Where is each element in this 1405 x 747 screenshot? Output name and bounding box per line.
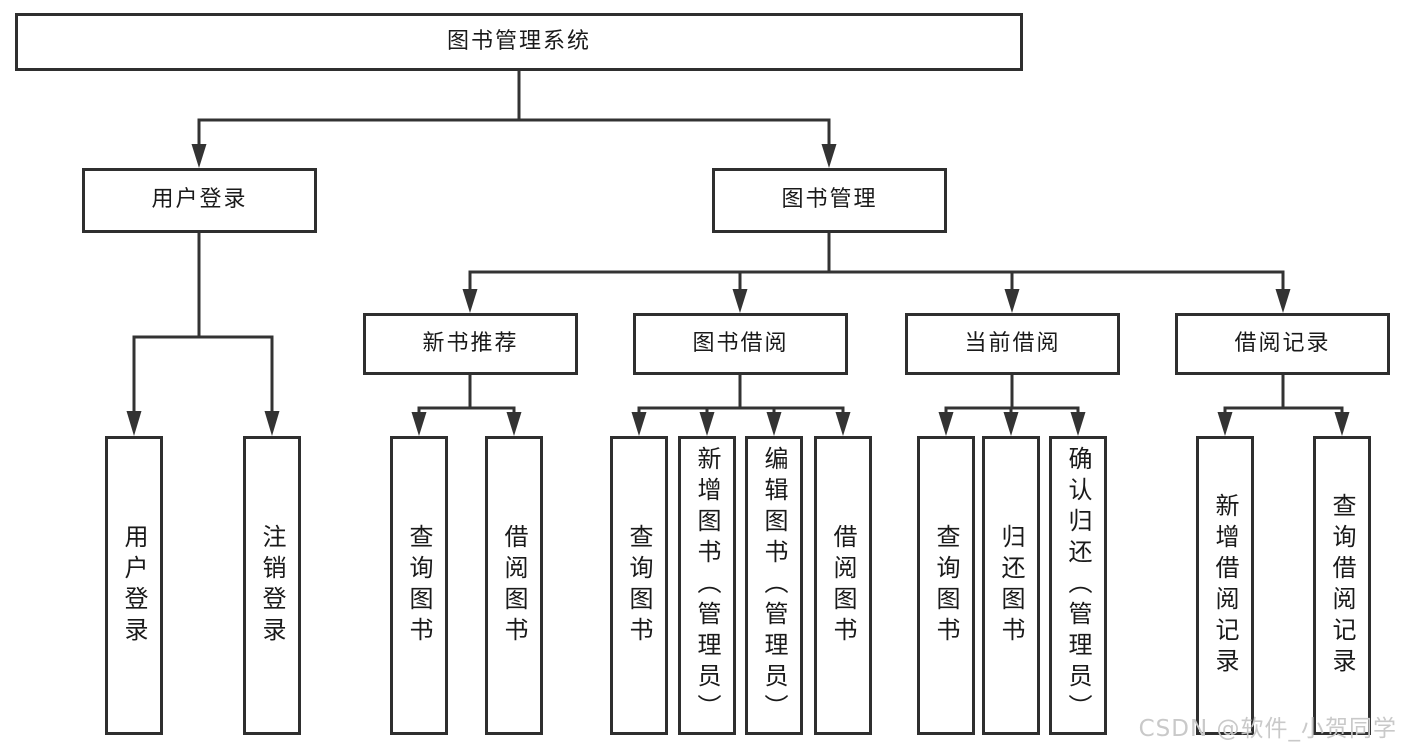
leaf-confirm-return-admin-label: 确认归还（管理员） xyxy=(1064,446,1092,725)
node-user-login: 用户登录 xyxy=(82,168,317,233)
leaf-add-books-admin-label: 新增图书（管理员） xyxy=(693,446,721,725)
leaf-logout: 注销登录 xyxy=(243,436,301,735)
connector-new-book xyxy=(417,373,516,416)
leaf-add-borrow-record: 新增借阅记录 xyxy=(1196,436,1254,735)
leaf-edit-books-admin-label: 编辑图书（管理员） xyxy=(760,446,788,725)
leaf-query-books-recommend-label: 查询图书 xyxy=(405,523,433,648)
leaf-return-books-label: 归还图书 xyxy=(997,523,1025,648)
leaf-query-books-current: 查询图书 xyxy=(917,436,975,735)
leaf-query-books-borrow-label: 查询图书 xyxy=(625,523,653,648)
leaf-query-books-borrow: 查询图书 xyxy=(610,436,668,735)
connector-borrow-records xyxy=(1223,373,1344,416)
node-root-system: 图书管理系统 xyxy=(15,13,1023,71)
connector-book-borrow xyxy=(637,373,845,416)
connector-book-management xyxy=(468,231,1285,292)
leaf-logout-label: 注销登录 xyxy=(258,523,286,648)
node-current-borrow: 当前借阅 xyxy=(905,313,1120,375)
leaf-query-borrow-record: 查询借阅记录 xyxy=(1313,436,1371,735)
leaf-confirm-return-admin: 确认归还（管理员） xyxy=(1049,436,1107,735)
leaf-query-borrow-record-label: 查询借阅记录 xyxy=(1328,492,1356,679)
node-book-borrow: 图书借阅 xyxy=(633,313,848,375)
leaf-add-books-admin: 新增图书（管理员） xyxy=(678,436,736,735)
node-current-borrow-label: 当前借阅 xyxy=(964,330,1061,356)
leaf-borrow-books-recommend: 借阅图书 xyxy=(485,436,543,735)
node-borrow-records-label: 借阅记录 xyxy=(1234,330,1331,356)
leaf-return-books: 归还图书 xyxy=(982,436,1040,735)
leaf-query-books-recommend: 查询图书 xyxy=(390,436,448,735)
leaf-borrow-books-recommend-label: 借阅图书 xyxy=(500,523,528,648)
connector-current-borrow xyxy=(944,373,1080,416)
node-book-borrow-label: 图书借阅 xyxy=(692,330,789,356)
node-new-book-recommend-label: 新书推荐 xyxy=(422,330,519,356)
connector-user-login xyxy=(132,231,274,414)
leaf-borrow-books-label: 借阅图书 xyxy=(829,523,857,648)
node-book-management: 图书管理 xyxy=(712,168,947,233)
leaf-user-login-label: 用户登录 xyxy=(120,523,148,648)
node-user-login-label: 用户登录 xyxy=(151,187,248,213)
connector-root xyxy=(197,69,831,148)
node-book-management-label: 图书管理 xyxy=(781,187,878,213)
leaf-query-books-current-label: 查询图书 xyxy=(932,523,960,648)
node-borrow-records: 借阅记录 xyxy=(1175,313,1390,375)
node-root-system-label: 图书管理系统 xyxy=(446,28,591,54)
csdn-watermark: CSDN @软件_小贺同学 xyxy=(1138,716,1397,742)
leaf-user-login: 用户登录 xyxy=(105,436,163,735)
node-new-book-recommend: 新书推荐 xyxy=(363,313,578,375)
leaf-add-borrow-record-label: 新增借阅记录 xyxy=(1211,492,1239,679)
leaf-edit-books-admin: 编辑图书（管理员） xyxy=(745,436,803,735)
leaf-borrow-books: 借阅图书 xyxy=(814,436,872,735)
